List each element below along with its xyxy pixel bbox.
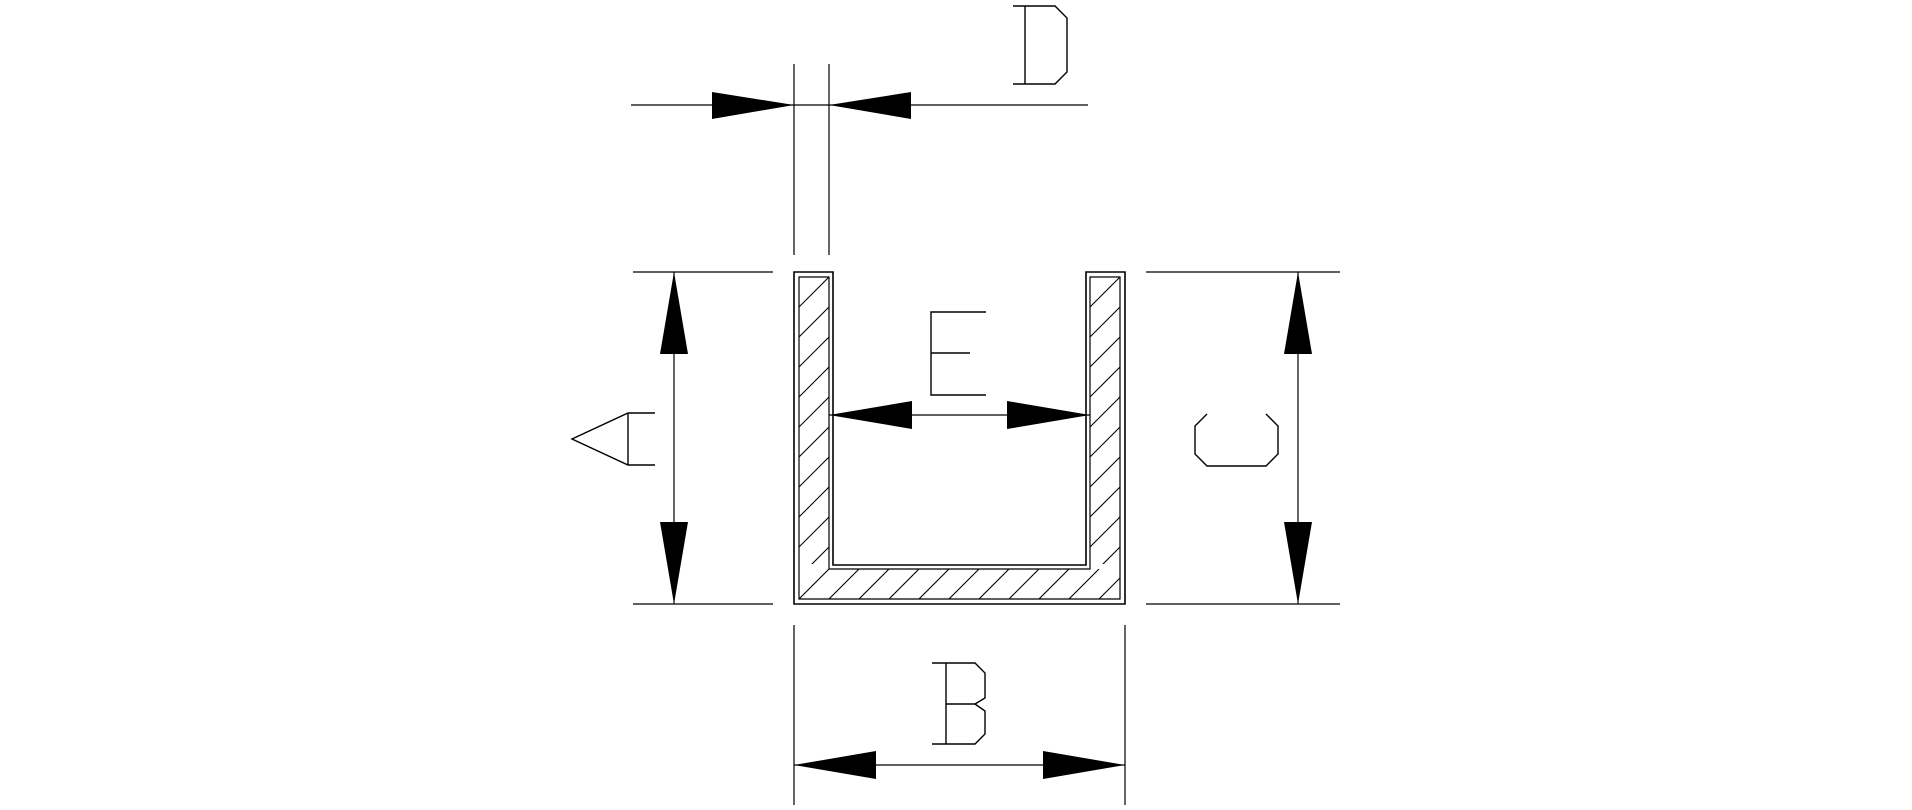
c-arrow-top (1284, 272, 1312, 354)
hatch-line (978, 569, 1010, 599)
hatch-line (799, 569, 830, 599)
a-label-glyph (570, 412, 655, 466)
b-arrow-left (794, 751, 876, 779)
hatch-line (811, 546, 829, 564)
dimension-b: B (793, 625, 1126, 805)
u-channel-profile (793, 271, 1420, 605)
hatch-line (1068, 569, 1100, 599)
hatch-line (1038, 569, 1070, 599)
hatch-line (1102, 546, 1120, 564)
right-wall-hatching (1090, 277, 1420, 599)
d-label: D (1040, 49, 1041, 51)
hatch-line (888, 569, 920, 599)
hatch-line (799, 516, 829, 548)
hatch-line (799, 456, 829, 488)
channel-inner-outline (798, 276, 1121, 600)
hatch-line (799, 486, 829, 518)
a-arrow-bottom (660, 522, 688, 604)
hatch-line (799, 336, 829, 368)
hatch-line (799, 426, 829, 458)
hatch-line (807, 277, 1129, 599)
c-label-glyph (1194, 413, 1279, 467)
hatch-line (799, 366, 829, 398)
e-arrow-right (1007, 401, 1090, 429)
e-label: E (955, 354, 956, 356)
hatch-line (1098, 277, 1420, 599)
channel-outer-outline (793, 271, 1126, 605)
hatch-line (948, 569, 980, 599)
hatch-line (858, 569, 890, 599)
hatch-line (918, 569, 950, 599)
dimension-e: E (829, 311, 1090, 429)
a-label: A (620, 438, 621, 441)
hatch-line (1090, 516, 1120, 548)
hatch-line (1008, 569, 1040, 599)
bottom-hatching (799, 569, 1120, 599)
d-arrow-left (712, 92, 794, 119)
hatch-line (1090, 336, 1120, 368)
hatch-line (1090, 486, 1120, 518)
d-arrow-right (829, 92, 911, 119)
a-arrow-top (660, 272, 688, 354)
b-arrow-right (1043, 751, 1125, 779)
hatch-line (799, 306, 829, 338)
c-label: C (1236, 439, 1237, 441)
hatch-line (1090, 277, 1091, 278)
d-label-glyph (1013, 5, 1068, 85)
hatch-line (1090, 456, 1120, 488)
hatch-line (1090, 306, 1120, 338)
hatch-line (1098, 577, 1120, 599)
e-arrow-left (829, 401, 912, 429)
dimension-d: D (631, 5, 1088, 255)
dimension-a: A (570, 271, 773, 605)
hatch-line (828, 569, 860, 599)
dimension-c: C (1146, 271, 1340, 605)
hatch-line (1090, 426, 1120, 458)
left-wall-hatching (799, 277, 1129, 599)
hatch-line (1090, 396, 1120, 428)
e-label-glyph (930, 311, 986, 396)
hatch-line (799, 277, 800, 278)
b-label-glyph (932, 662, 986, 745)
hatch-line (1090, 277, 1120, 308)
c-arrow-bottom (1284, 522, 1312, 604)
hatch-line (1090, 366, 1120, 398)
